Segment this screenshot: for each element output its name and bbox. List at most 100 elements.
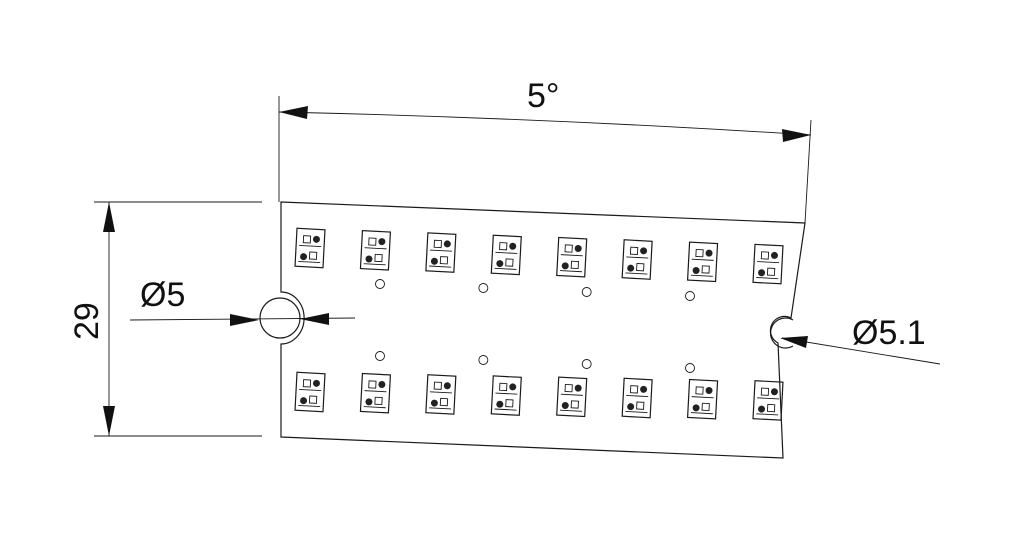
height-dimension: 29	[68, 201, 262, 437]
led-line	[690, 274, 713, 277]
led-line	[757, 261, 780, 264]
led-pad	[505, 399, 514, 408]
led-pad	[636, 263, 645, 272]
led-package	[752, 380, 784, 421]
led-line	[626, 256, 649, 259]
right-hole-dimension: Ø5.1	[780, 314, 941, 365]
led-pad	[701, 402, 710, 412]
led-body	[294, 227, 326, 269]
led-line	[560, 393, 583, 396]
left-mounting-hole	[259, 297, 301, 339]
led-pad	[766, 403, 776, 413]
led-dot	[496, 400, 504, 408]
led-dot	[509, 383, 517, 391]
led-package	[490, 375, 522, 416]
led-pad	[308, 395, 318, 404]
led-line	[364, 247, 387, 250]
led-dot	[640, 385, 648, 393]
led-pad	[760, 387, 770, 396]
via	[581, 359, 592, 369]
led-line	[626, 394, 649, 398]
led-dot	[770, 388, 778, 396]
led-pad	[499, 382, 508, 392]
via	[375, 351, 385, 361]
led-line	[429, 249, 452, 252]
led-pad	[302, 235, 312, 244]
led-dot	[705, 387, 713, 395]
led-dot	[640, 247, 648, 255]
led-dot	[430, 399, 438, 407]
led-dot	[758, 405, 766, 413]
led-line	[364, 390, 387, 393]
via	[685, 291, 695, 301]
led-package	[556, 376, 588, 418]
led-dot	[312, 379, 320, 387]
led-pad	[760, 251, 770, 260]
led-dot	[509, 242, 517, 250]
via-array	[375, 279, 695, 373]
led-package	[359, 372, 392, 414]
led-dot	[692, 266, 700, 274]
led-line	[691, 396, 714, 399]
led-dot	[770, 251, 778, 259]
led-pad	[636, 401, 645, 410]
led-pad	[374, 253, 383, 263]
led-dot	[312, 235, 320, 243]
led-dot	[627, 403, 635, 411]
led-dot	[496, 260, 504, 268]
led-line	[560, 254, 583, 257]
led-pad	[433, 381, 442, 390]
led-dot	[574, 245, 582, 253]
led-pad	[629, 246, 639, 255]
led-line	[363, 406, 386, 409]
led-dot	[574, 384, 582, 392]
led-line	[494, 267, 517, 270]
led-pad	[439, 256, 449, 265]
led-package	[556, 236, 588, 278]
led-dot	[692, 404, 700, 412]
led-package	[752, 243, 784, 285]
led-dot	[378, 238, 386, 246]
right-hole-label: Ø5.1	[852, 314, 926, 352]
via	[478, 355, 489, 365]
led-package	[490, 234, 522, 276]
left-hole-label: Ø5	[140, 276, 185, 314]
led-dot	[758, 269, 766, 277]
left-hole-dimension: Ø5	[129, 276, 356, 326]
led-dot	[443, 240, 451, 248]
led-pad	[570, 260, 579, 270]
led-body	[490, 234, 522, 276]
led-line	[757, 397, 780, 400]
led-dot	[561, 401, 569, 409]
led-dot	[300, 253, 308, 261]
led-dot	[443, 382, 451, 390]
led-package	[686, 378, 719, 420]
led-line	[429, 407, 452, 410]
led-line	[691, 258, 714, 261]
height-label: 29	[68, 302, 106, 340]
led-dot	[300, 397, 308, 405]
pcb-outline	[280, 201, 806, 459]
led-line	[299, 388, 322, 392]
led-pad	[499, 242, 508, 251]
led-pad	[695, 248, 704, 258]
led-line	[690, 412, 713, 415]
led-line	[559, 409, 582, 412]
led-body	[556, 236, 588, 278]
led-body	[425, 232, 457, 273]
led-array	[294, 227, 784, 421]
led-dot	[430, 257, 438, 265]
led-pad	[368, 237, 377, 246]
led-line	[429, 391, 452, 394]
led-pad	[505, 258, 514, 267]
led-pad	[564, 244, 573, 253]
via	[375, 279, 385, 289]
led-pad	[695, 386, 704, 395]
led-body	[621, 377, 653, 419]
via	[685, 363, 695, 373]
led-line	[298, 404, 321, 408]
led-pad	[308, 251, 318, 260]
led-package	[294, 371, 326, 413]
led-pad	[570, 400, 579, 409]
